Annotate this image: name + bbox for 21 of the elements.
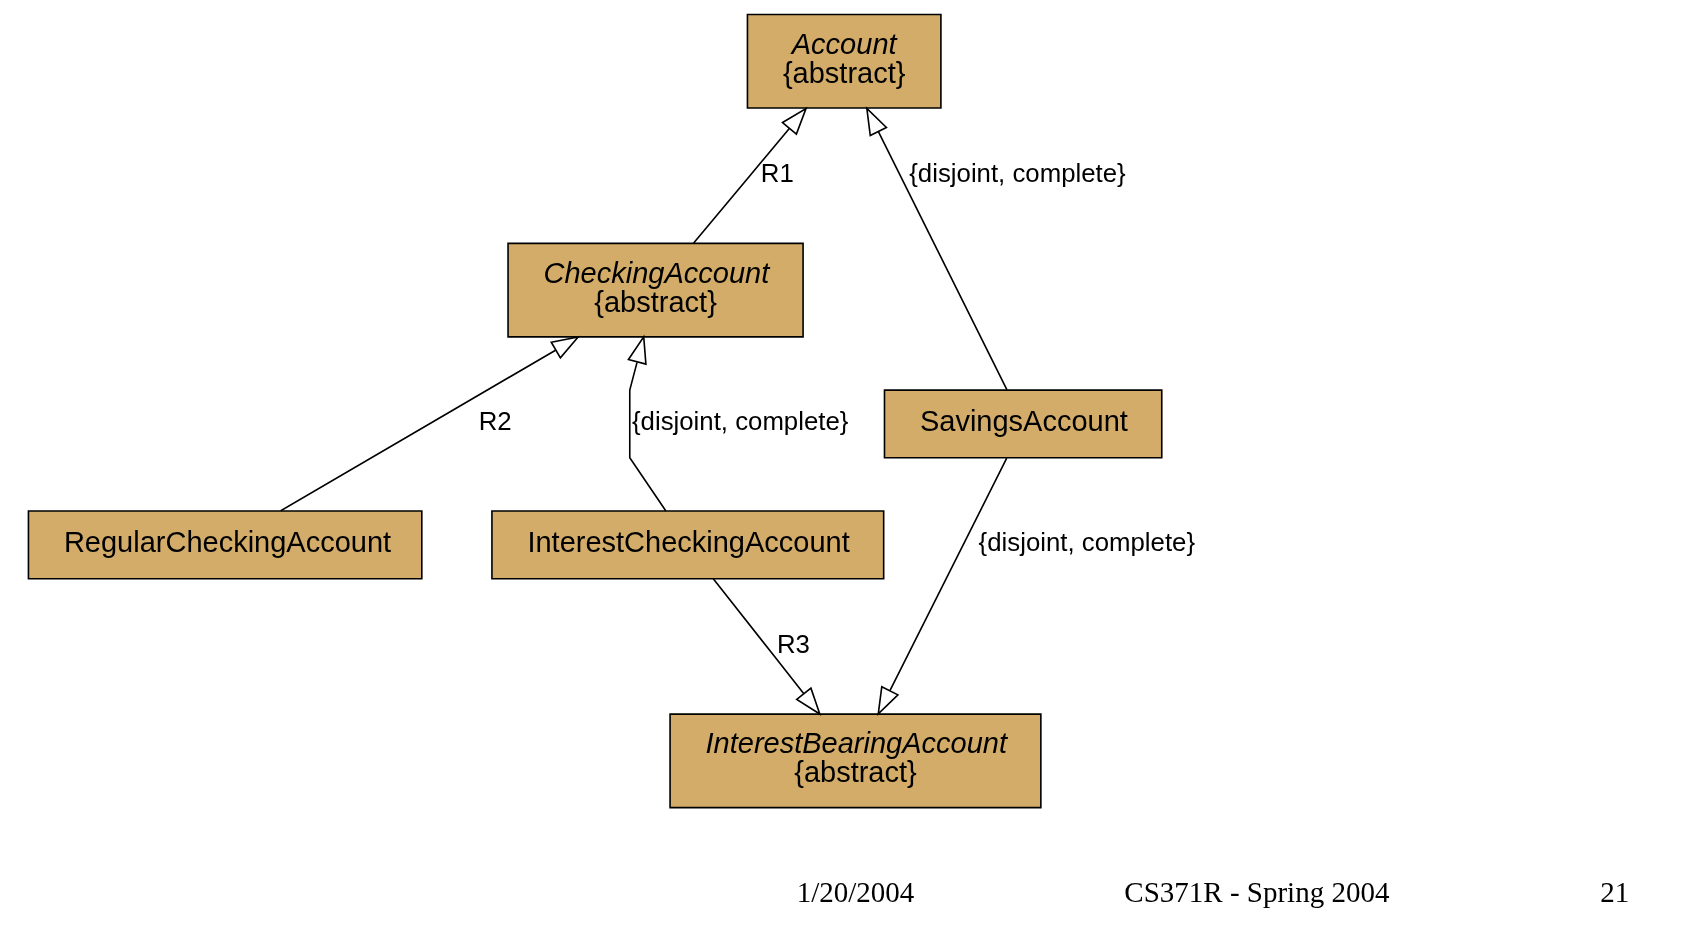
arrow [626, 334, 667, 512]
arrow [876, 457, 1008, 717]
edge-label: {disjoint, complete} [908, 158, 1126, 187]
edge-label: {disjoint, complete} [978, 527, 1195, 556]
arrow [711, 578, 821, 716]
edge-label: R1 [760, 158, 794, 187]
node-box: RegularCheckingAccount [27, 510, 423, 580]
edge-label: {disjoint, complete} [631, 407, 848, 436]
label: CS371R - Spring 2004 [1123, 875, 1389, 908]
label: 21 [1599, 875, 1629, 908]
edge-label: R2 [478, 407, 512, 436]
node-box: InterestCheckingAccount [490, 510, 884, 580]
node-box: Account {abstract} [746, 13, 942, 109]
edge-label: R3 [776, 629, 810, 658]
node-box: InterestBearingAccount {abstract} [668, 713, 1042, 809]
label: 1/20/2004 [796, 875, 914, 908]
node-box: SavingsAccount [883, 389, 1163, 459]
node-box: CheckingAccount {abstract} [506, 242, 804, 338]
arrow [692, 106, 808, 244]
arrow [279, 335, 580, 512]
arrow [865, 106, 1008, 391]
